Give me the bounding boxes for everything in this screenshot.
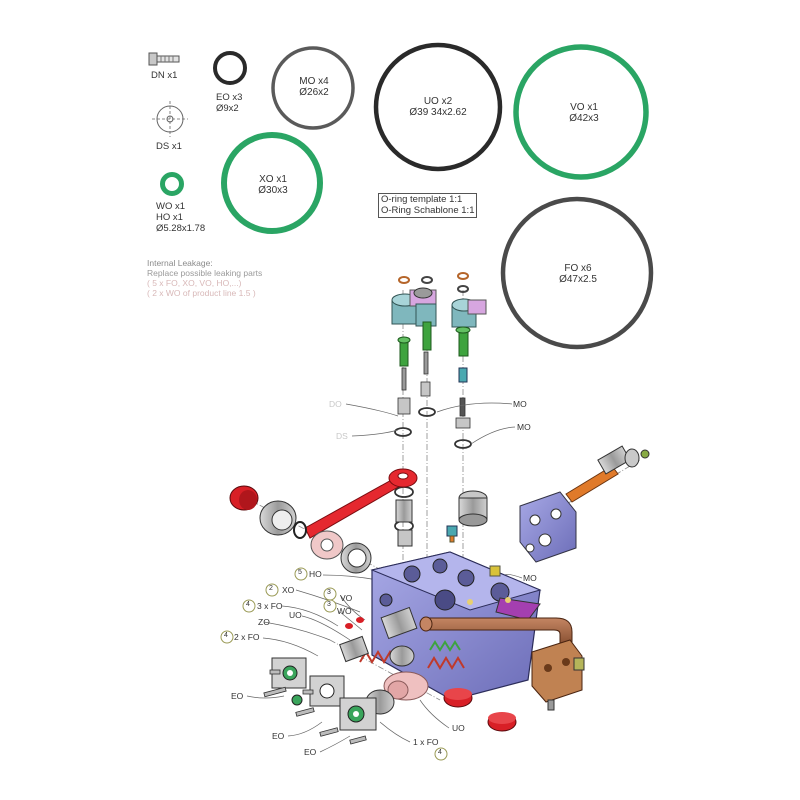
ds-symbol-icon [152,101,188,137]
uo-label: UO x2 Ø39 34x2.62 [409,96,466,118]
ds-label: DS x1 [156,141,182,152]
fo-ring [500,196,654,350]
number-5: 5 [298,569,302,576]
callout-leaders [246,402,523,753]
callout-eo-mid: EO [272,731,285,741]
xo-size: Ø30x3 [258,185,288,196]
xo-ring [221,132,323,234]
warning-line-1: Replace possible leaking parts [147,268,263,278]
green-pins [397,321,471,383]
number-4b: 4 [224,632,228,639]
callout-fo-3: 3 x FO [257,601,283,611]
uo-ring [373,42,503,172]
flange-plates [271,657,377,731]
top-small-rings [398,272,469,293]
vo-label: VO x1 Ø42x3 [569,102,598,124]
uo-size: Ø39 34x2.62 [409,107,467,118]
warning-line-2: ( 5 x FO, XO, VO, HO,...) [147,278,242,288]
callout-eo-bottom: EO [304,747,317,757]
xo-label: XO x1 Ø30x3 [258,174,287,196]
eo-size: Ø9x2 [216,103,239,114]
threaded-sleeve [259,500,372,574]
callout-zo: ZO [258,617,270,627]
eo-ring [213,51,247,85]
callout-uo-left: UO [289,610,302,620]
mo-size: Ø26x2 [299,87,329,98]
red-lever [304,468,418,539]
callout-mo-lower: MO [517,422,531,432]
callout-xo: XO [282,585,295,595]
warning-line-3: ( 2 x WO of product line 1.5 ) [147,288,256,298]
number-3b: 3 [327,601,331,608]
callout-do: DO [329,399,342,409]
fo-label: FO x6 Ø47x2.5 [559,263,597,285]
dn-label: DN x1 [151,70,178,81]
number-2: 2 [269,585,273,592]
wo-ho-size: Ø5.28x1.78 [156,223,206,234]
number-4c: 4 [438,749,442,756]
callout-vo: VO [340,593,353,603]
internal-leakage-note: Internal Leakage: Replace possible leaki… [147,258,262,298]
template-note-en: O-ring template 1:1 [381,194,463,205]
eo-label: EO x3 Ø9x2 [216,92,242,114]
number-4a: 4 [246,601,250,608]
bolt-screws [263,669,367,745]
dn-screw-icon [148,52,180,66]
callout-fo-2: 2 x FO [234,632,260,642]
warning-title: Internal Leakage: [147,258,213,268]
solenoid-coils [391,287,487,328]
wo-ho-label: WO x1 HO x1 Ø5.28x1.78 [156,201,205,234]
xo-count: XO x1 [259,174,287,185]
ho-count: HO x1 [156,212,183,223]
red-caps [443,688,517,732]
fo-count: FO x6 [564,263,592,274]
vo-size: Ø42x3 [569,113,599,124]
callout-mo-body: MO [523,573,537,583]
mo-label: MO x4 Ø26x2 [299,76,328,98]
callout-mo-upper: MO [513,399,527,409]
end-cover-block [519,491,577,563]
vo-count: VO x1 [570,102,598,113]
callout-eo-left: EO [231,691,244,701]
number-3a: 3 [327,589,331,596]
wo-count: WO x1 [156,201,186,212]
brown-valve-block [531,639,585,711]
number-badges [220,567,448,761]
callout-fo-1: 1 x FO [413,737,439,747]
brown-pipe [419,616,573,651]
callout-ho: HO [309,569,322,579]
wo-ho-ring [160,172,184,196]
callout-wo: WO [337,606,352,616]
mo-count: MO x4 [299,76,329,87]
spool-parts [339,606,429,715]
vo-ring [513,44,649,180]
green-spring [429,640,461,652]
template-note-de: O-Ring Schablone 1:1 [381,204,475,216]
valve-stems [397,351,471,429]
callout-uo-bottom: UO [452,723,465,733]
template-note-box: O-ring template 1:1 O-Ring Schablone 1:1 [378,193,478,218]
eo-count: EO x3 [216,92,243,103]
callout-ds-faint: DS [336,431,348,441]
uo-count: UO x2 [423,96,453,107]
fo-size: Ø47x2.5 [559,274,597,285]
orange-actuator-rod [565,445,650,503]
red-cap-knob [229,485,259,511]
mo-ring [271,46,355,130]
mid-valve-parts [395,490,488,547]
